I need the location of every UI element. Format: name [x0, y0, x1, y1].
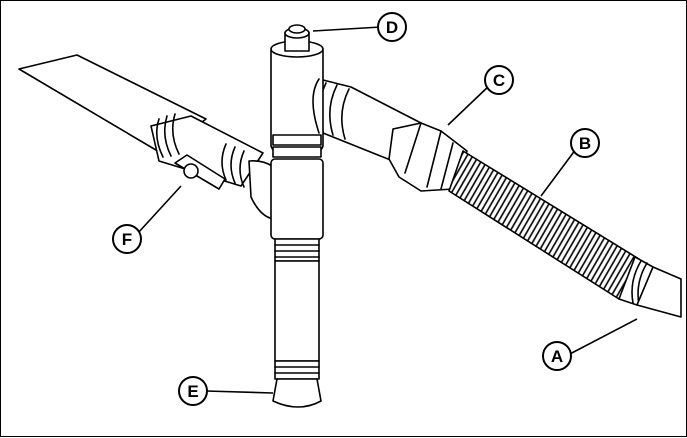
leader-a [565, 318, 638, 357]
callout-e: E [178, 376, 208, 406]
ball-valve [150, 113, 264, 188]
lower-vertical-pipe [272, 238, 322, 408]
valve-handle [174, 154, 226, 190]
callout-d: D [377, 12, 407, 42]
callout-c-label: C [493, 71, 505, 90]
callout-b-label: B [579, 134, 591, 153]
bleed-screw [284, 24, 310, 52]
callout-b: B [570, 128, 600, 158]
tee-fitting [270, 40, 324, 240]
leader-e [205, 390, 274, 394]
right-lower-pipe [636, 266, 682, 318]
leader-c [447, 83, 492, 126]
callout-d-label: D [386, 18, 398, 37]
callout-e-label: E [187, 382, 198, 401]
leader-f [137, 185, 182, 234]
leader-d [312, 26, 382, 32]
callout-a: A [542, 341, 572, 371]
callout-a-label: A [551, 347, 563, 366]
leader-b [540, 148, 577, 197]
flex-hose [448, 150, 640, 300]
callout-c: C [484, 65, 514, 95]
callout-f-label: F [122, 230, 132, 249]
callout-f: F [112, 224, 142, 254]
